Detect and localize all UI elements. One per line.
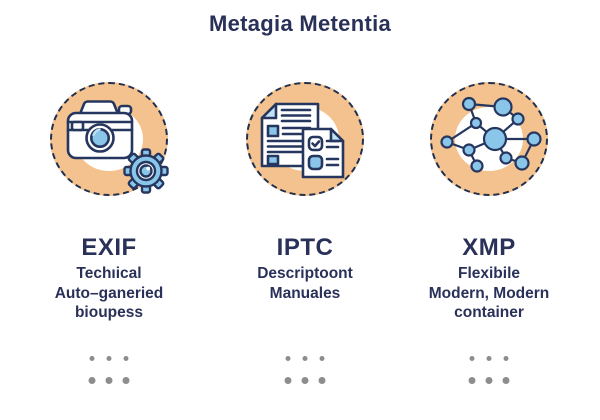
- iptc-icon-badge: [246, 82, 364, 196]
- decor-dots: [280, 352, 331, 386]
- feature-description-line: Modern, Modern: [428, 284, 550, 302]
- xmp-icon-badge: [430, 82, 548, 196]
- network-icon: [440, 96, 542, 173]
- feature-heading: XMP: [462, 234, 516, 261]
- feature-description-line: Techıical: [76, 265, 142, 282]
- feature-description-line: Auto–ganeried: [54, 284, 164, 302]
- feature-description-line: container: [454, 304, 524, 321]
- feature-description: Descriptoont Manuales: [215, 264, 395, 303]
- feature-description-line: Flexibile: [457, 265, 521, 282]
- page-title: Metagia Metentia: [208, 11, 392, 36]
- feature-column-exif: EXIF Techıical Auto–ganeried bioupess: [19, 60, 199, 410]
- feature-heading: IPTC: [276, 234, 334, 261]
- feature-column-xmp: XMP Flexibile Modern, Modern container: [399, 60, 579, 410]
- feature-column-iptc: IPTC Descriptoont Manuales: [215, 60, 395, 410]
- feature-description-line: Descriptoont: [257, 265, 353, 282]
- feature-heading: EXIF: [81, 234, 137, 261]
- exif-icon-badge: [50, 82, 169, 196]
- decor-dots: [84, 352, 135, 386]
- camera-gear-icon: [66, 100, 169, 194]
- documents-icon: [260, 102, 345, 179]
- decor-dots: [464, 352, 515, 386]
- feature-description: Techıical Auto–ganeried bioupess: [19, 264, 199, 323]
- feature-description-line: Manuales: [269, 284, 341, 302]
- feature-description-line: bioupess: [74, 304, 144, 321]
- feature-description: Flexibile Modern, Modern container: [399, 264, 579, 323]
